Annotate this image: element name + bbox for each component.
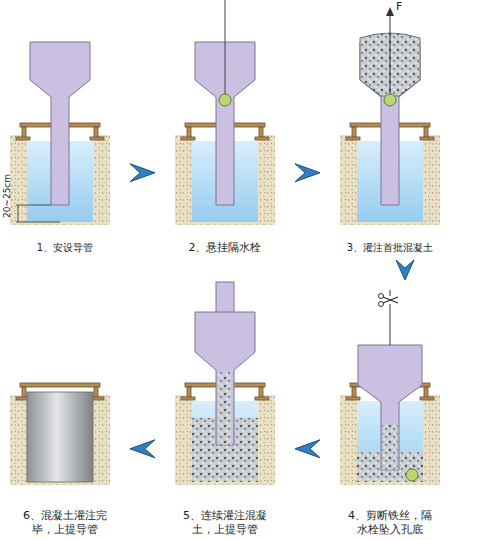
step-caption: 2、悬挂隔水栓 [162,241,288,255]
step-arrow [130,164,155,182]
step-panel: 2、悬挂隔水栓 [160,20,290,255]
step-panel: 4、剪断铁丝，隔水栓坠入孔底 [325,285,455,537]
step-panel: 1、安设导管 [5,20,125,255]
step-caption: 1、安设导管 [6,241,124,255]
step-arrow [396,260,414,280]
dimension-label: 20~25cm [2,174,13,218]
step-arrow [130,440,155,458]
step-panel: 5、连续灌注混凝土，上提导管 [160,285,290,537]
force-label: F [396,0,402,13]
step-caption: 6、混凝土灌注完毕，上提导管 [19,509,111,537]
step-panel: 6、混凝土灌注完毕，上提导管 [5,285,125,537]
step-arrow [295,440,320,458]
step-caption: 3、灌注首批混凝土 [326,241,454,255]
step-caption: 5、连续灌注混凝土，上提导管 [179,509,271,537]
step-panel: 3、灌注首批混凝土 [325,20,455,255]
step-arrow [295,164,320,182]
step-caption: 4、剪断铁丝，隔水栓坠入孔底 [344,509,436,537]
